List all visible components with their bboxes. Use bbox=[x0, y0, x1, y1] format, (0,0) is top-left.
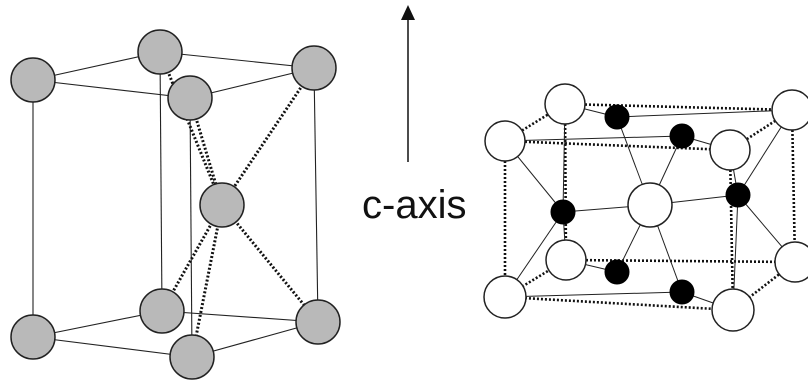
white-atom bbox=[545, 239, 587, 281]
black-atom bbox=[669, 123, 695, 149]
gray-atom bbox=[137, 29, 183, 75]
left-hexagonal-structure bbox=[10, 29, 341, 380]
gray-atom bbox=[139, 288, 185, 334]
white-atom bbox=[771, 89, 808, 131]
black-atom bbox=[604, 104, 630, 130]
white-atom bbox=[774, 241, 808, 283]
right-white-atoms bbox=[483, 83, 808, 332]
gray-atom bbox=[10, 57, 56, 103]
gray-atom bbox=[199, 182, 245, 228]
black-atom bbox=[604, 259, 630, 285]
white-atom bbox=[709, 129, 751, 171]
gray-atom bbox=[169, 334, 215, 380]
gray-atom bbox=[167, 75, 213, 121]
white-atom bbox=[711, 288, 755, 332]
white-atom bbox=[627, 182, 673, 228]
gray-atom bbox=[291, 45, 337, 91]
black-atom bbox=[669, 279, 695, 305]
black-atom bbox=[725, 182, 751, 208]
white-atom bbox=[484, 120, 526, 162]
left-gray-atoms bbox=[10, 29, 341, 380]
c-axis-label: c-axis bbox=[362, 183, 466, 227]
white-atom bbox=[544, 83, 586, 125]
right-black-atoms bbox=[550, 104, 751, 305]
gray-atom bbox=[10, 314, 56, 360]
white-atom bbox=[483, 275, 527, 319]
c-axis-indicator: c-axis bbox=[362, 5, 466, 227]
right-structure bbox=[483, 83, 808, 332]
black-atom bbox=[550, 199, 576, 225]
gray-atom bbox=[295, 299, 341, 345]
c-axis-arrowhead-icon bbox=[401, 5, 415, 20]
